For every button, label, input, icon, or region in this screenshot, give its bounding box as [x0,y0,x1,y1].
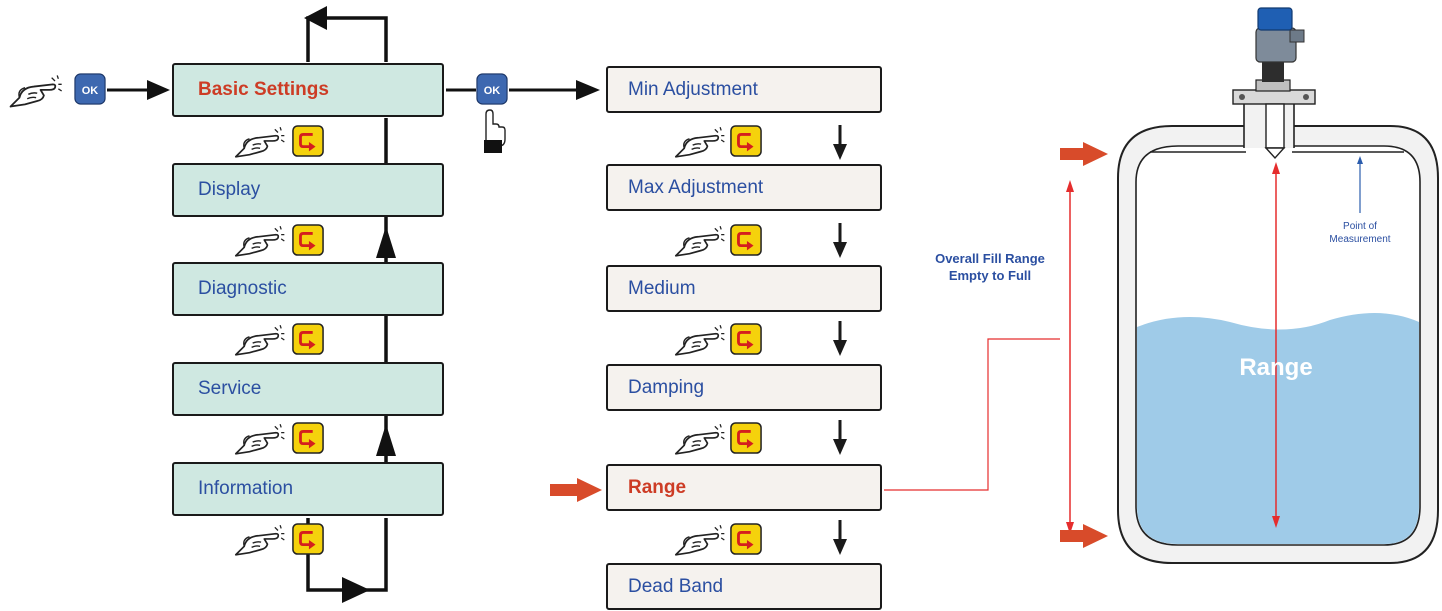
menu-item-diagnostic[interactable]: Diagnostic [172,262,444,316]
fill-range-label-line1: Overall Fill Range [935,251,1045,266]
left-arrow-icon [304,6,327,30]
submenu-item-damping[interactable]: Damping [606,364,882,411]
red-pointer-arrow-icon [550,478,602,502]
level-sensor-icon [1232,7,1316,160]
red-pointer-arrow-icon [1060,524,1108,548]
right-arrow-icon [147,80,170,100]
up-arrow-icon [376,424,396,456]
pointing-hand-icon [234,126,286,158]
submenu-item-min-adjustment[interactable]: Min Adjustment [606,66,882,113]
down-arrow-icon [831,321,849,357]
pointing-hand-icon [234,225,286,257]
fill-range-label-line2: Empty to Full [948,268,1032,283]
point-of-measurement-label: Point of Measurement [1315,220,1405,246]
escape-return-icon[interactable] [730,323,762,355]
menu-item-display[interactable]: Display [172,163,444,217]
ok-button-left[interactable]: OK [74,73,106,105]
fill-range-label: Overall Fill Range Empty to Full [912,250,1068,284]
up-arrow-icon [376,226,396,258]
pointing-hand-icon [674,324,726,356]
range-tank-label: Range [1239,354,1313,381]
submenu-item-range[interactable]: Range [606,464,882,511]
escape-return-icon[interactable] [730,224,762,256]
submenu-item-max-adjustment[interactable]: Max Adjustment [606,164,882,211]
right-arrow-icon [576,80,600,100]
menu-item-information[interactable]: Information [172,462,444,516]
escape-return-icon[interactable] [292,125,324,157]
submenu-item-medium[interactable]: Medium [606,265,882,312]
tank-vessel [1117,100,1439,564]
pointing-hand-icon [674,524,726,556]
svg-text:OK: OK [484,85,501,97]
down-arrow-icon [831,223,849,259]
escape-return-icon[interactable] [292,422,324,454]
pointing-hand-icon [674,423,726,455]
down-arrow-icon [831,125,849,161]
down-arrow-icon [831,520,849,556]
pointing-hand-icon [674,225,726,257]
point-label-line2: Measurement [1329,234,1391,245]
escape-return-icon[interactable] [730,523,762,555]
menu-item-basic-settings[interactable]: Basic Settings [172,63,444,117]
escape-return-icon[interactable] [292,224,324,256]
ok-button-middle[interactable]: OK [476,73,508,105]
escape-return-icon[interactable] [730,125,762,157]
pointing-hand-icon [234,324,286,356]
pointing-hand-icon [234,524,286,556]
pointing-hand-icon [9,74,63,108]
water-fill [1137,312,1419,544]
pointing-hand-icon [674,126,726,158]
escape-return-icon[interactable] [730,422,762,454]
svg-text:OK: OK [82,85,99,97]
red-pointer-arrow-icon [1060,142,1108,166]
right-arrow-icon [342,577,370,603]
point-label-line1: Point of [1343,221,1377,232]
press-hand-icon [484,109,506,153]
escape-return-icon[interactable] [292,523,324,555]
down-arrow-icon [831,420,849,456]
escape-return-icon[interactable] [292,323,324,355]
menu-item-service[interactable]: Service [172,362,444,416]
submenu-item-dead-band[interactable]: Dead Band [606,563,882,610]
pointing-hand-icon [234,423,286,455]
